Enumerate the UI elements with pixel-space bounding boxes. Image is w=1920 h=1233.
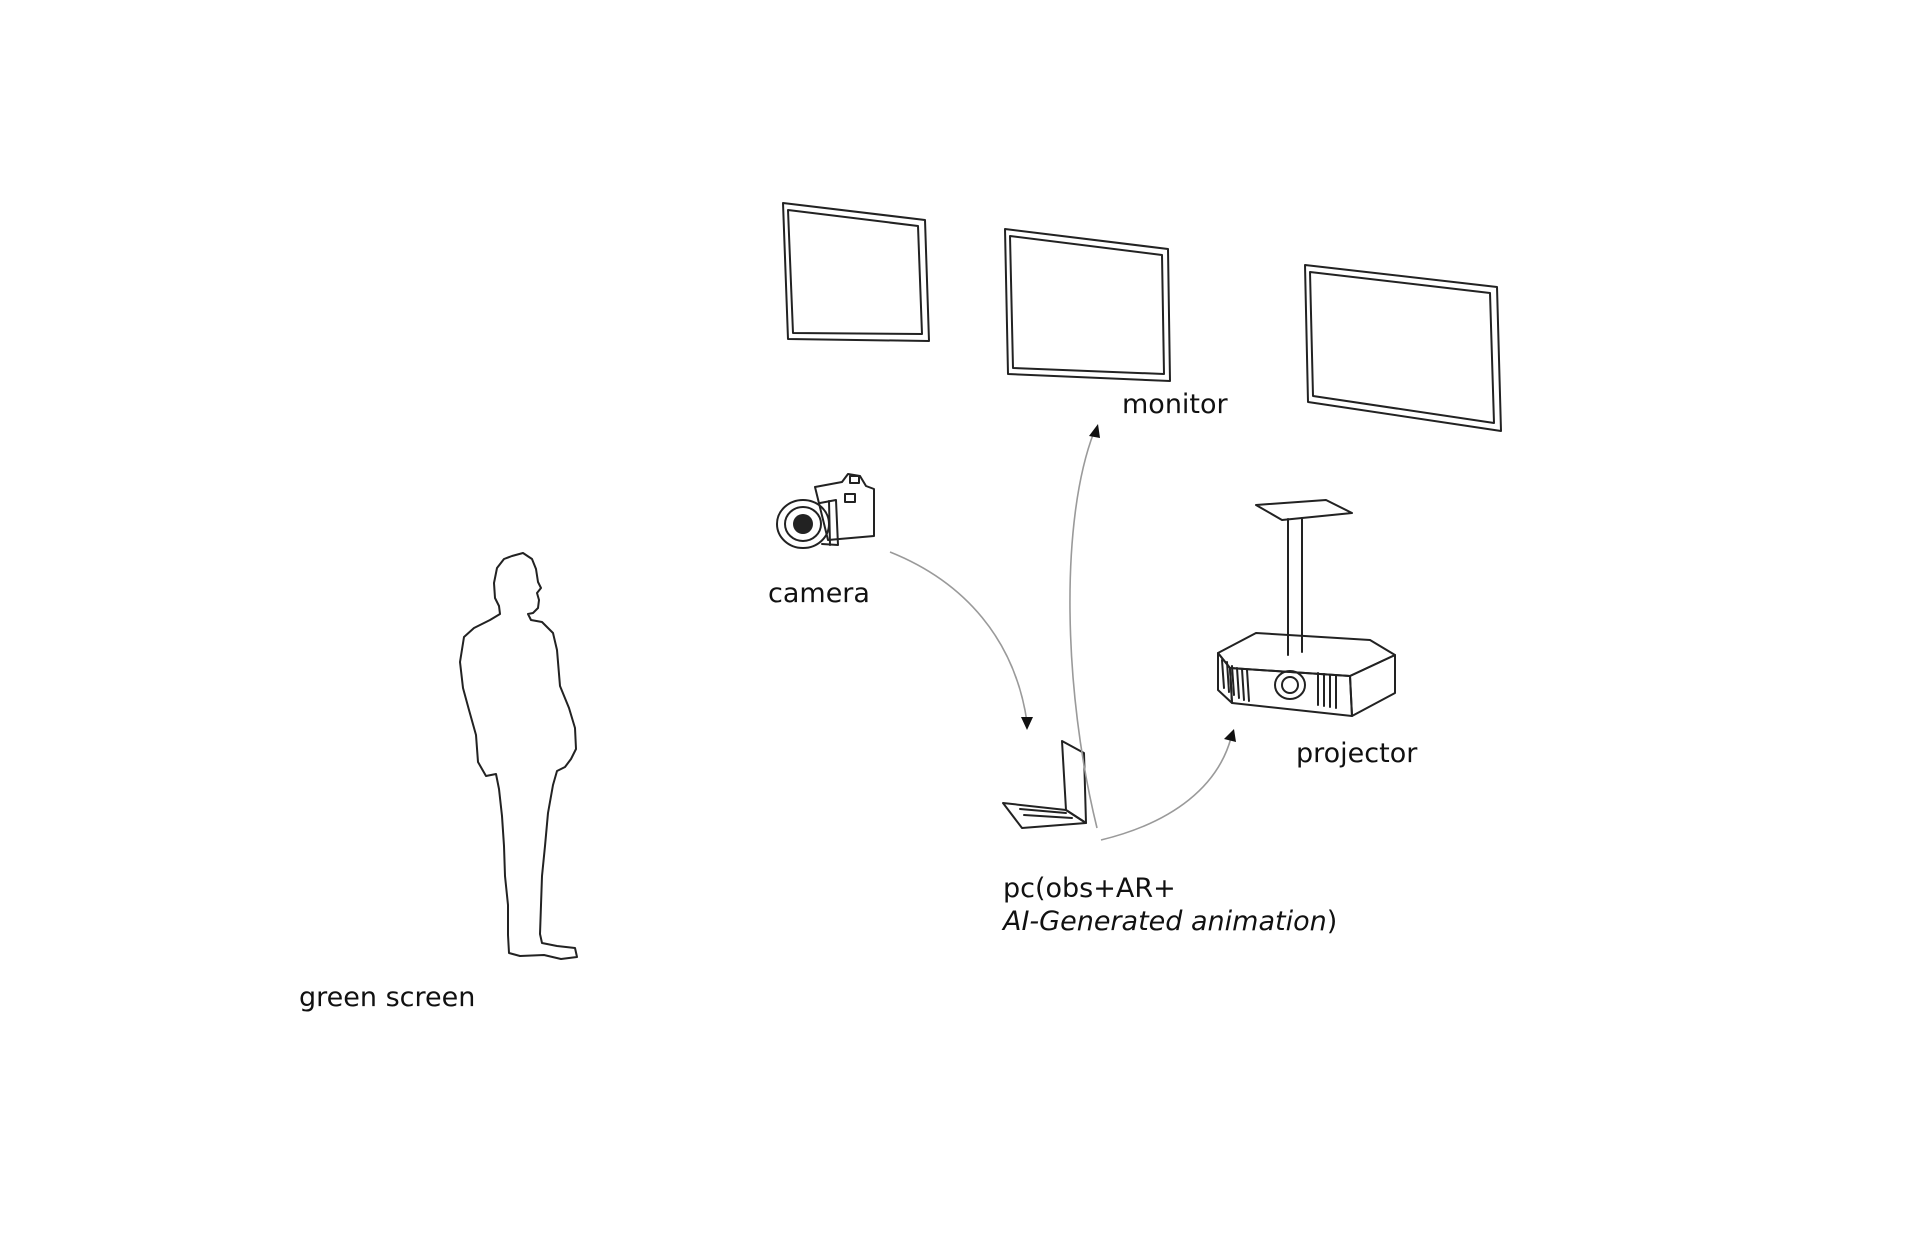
monitor-icon-left (782, 202, 930, 342)
arrow-camera-to-pc (889, 551, 1033, 730)
person-silhouette-icon (459, 552, 578, 960)
pc-label-line1: pc(obs+AR+ (1003, 873, 1176, 904)
arrow-pc-to-projector (1100, 729, 1236, 841)
arrow-pc-to-monitor (1069, 424, 1100, 829)
pc-label-line2-close: ) (1326, 905, 1338, 937)
laptop-icon (1002, 740, 1087, 829)
projector-label: projector (1296, 738, 1418, 769)
monitor-icon-middle (1004, 228, 1171, 382)
green-screen-label: green screen (299, 982, 476, 1013)
monitor-icon-right (1304, 264, 1502, 432)
pc-label-line2-italic: AI-Generated animation (1003, 905, 1327, 937)
pc-label: pc(obs+AR+ AI-Generated animation) (1003, 873, 1337, 939)
monitor-label: monitor (1122, 389, 1228, 420)
camera-icon (776, 473, 875, 549)
camera-label: camera (768, 578, 870, 609)
projector-icon (1217, 499, 1396, 717)
